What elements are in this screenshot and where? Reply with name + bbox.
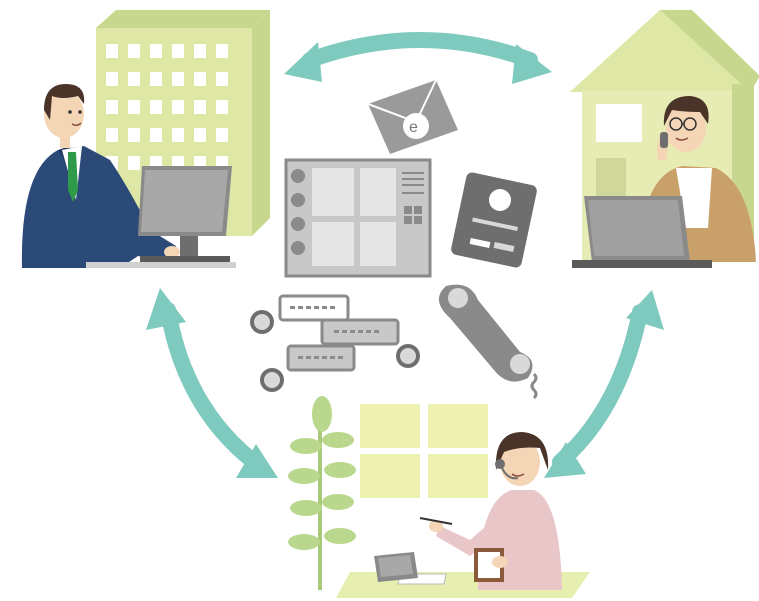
- building-windows: [106, 44, 228, 170]
- remote-worker: [419, 432, 562, 590]
- svg-text:e: e: [409, 119, 418, 136]
- office-desktop-monitor: [86, 166, 236, 268]
- chat-bubbles-icon: [250, 294, 420, 392]
- office-worker: [21, 84, 180, 268]
- email-icon: e: [367, 79, 458, 154]
- handset-icon: [438, 284, 538, 400]
- arrow-left: [146, 288, 278, 478]
- home-laptop: [572, 196, 712, 268]
- office-window: [358, 402, 492, 498]
- plant-icon: [288, 396, 356, 590]
- arrow-right: [544, 290, 664, 478]
- web-conference-icon: [284, 158, 432, 278]
- phone-screen-icon: [451, 172, 537, 268]
- arrow-top: [284, 32, 552, 84]
- tablet-on-desk: [374, 552, 418, 582]
